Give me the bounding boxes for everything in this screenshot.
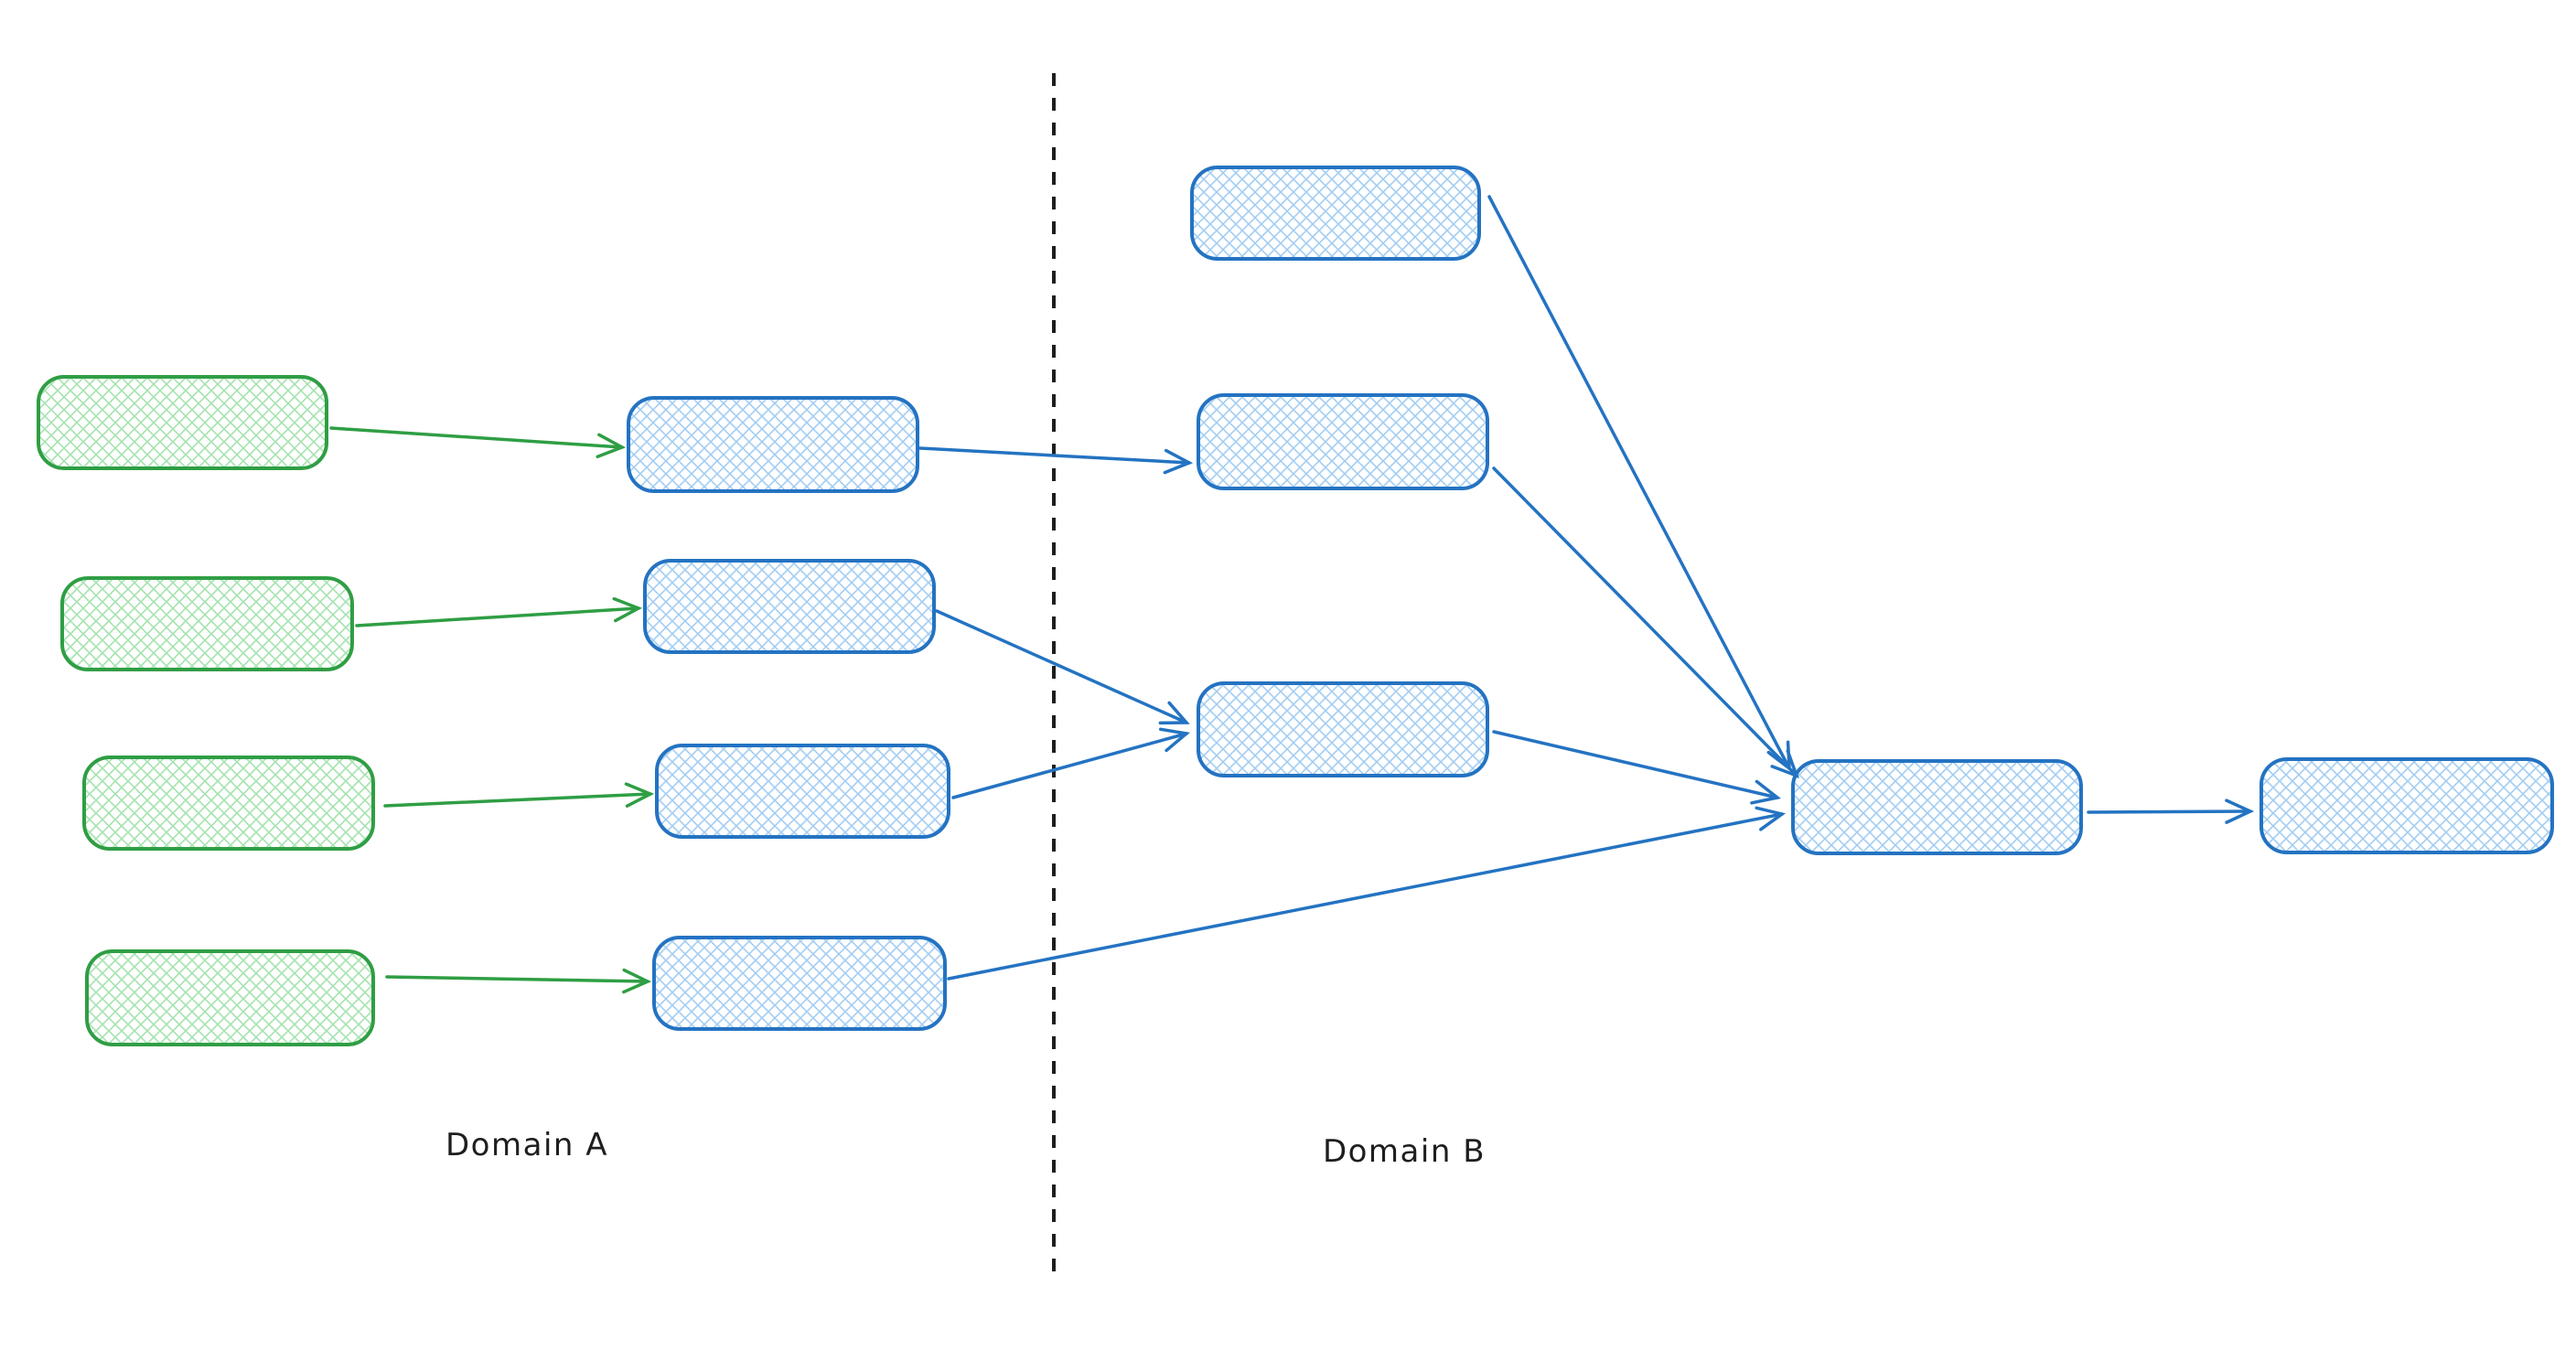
edge-a3-to-b3[interactable] [951,727,1191,799]
edge-a2-to-b3[interactable] [935,609,1190,725]
edge-source3-to-a3[interactable] [383,782,655,808]
edge-a1-to-b2[interactable] [918,446,1194,475]
edge-a4-to-hub[interactable] [947,806,1787,981]
node-domain-a-4[interactable] [652,936,947,1031]
edge-source4-to-a4[interactable] [385,968,652,994]
domain-b-label[interactable]: Domain B [1323,1133,1486,1170]
edge-source1-to-a1[interactable] [329,426,627,459]
node-domain-b-1[interactable] [1190,166,1481,261]
domain-a-label[interactable]: Domain A [445,1127,608,1163]
node-domain-a-1[interactable] [627,396,919,493]
node-domain-a-source-1[interactable] [37,375,328,470]
edge-source2-to-a2[interactable] [355,596,643,627]
node-domain-b-output[interactable] [2259,757,2554,854]
edge-b2-to-hub[interactable] [1492,466,1799,778]
edge-b1-to-hub[interactable] [1487,195,1791,772]
node-domain-b-2[interactable] [1197,393,1489,490]
node-domain-a-3[interactable] [655,744,950,839]
node-domain-a-source-2[interactable] [60,576,354,671]
node-domain-a-source-4[interactable] [85,949,375,1046]
edge-b3-to-hub[interactable] [1492,730,1782,805]
node-domain-a-source-3[interactable] [82,756,375,851]
node-domain-a-2[interactable] [643,559,936,654]
node-domain-b-hub[interactable] [1791,759,2083,855]
node-domain-b-3[interactable] [1197,681,1489,777]
edge-hub-to-output[interactable] [2087,799,2255,824]
